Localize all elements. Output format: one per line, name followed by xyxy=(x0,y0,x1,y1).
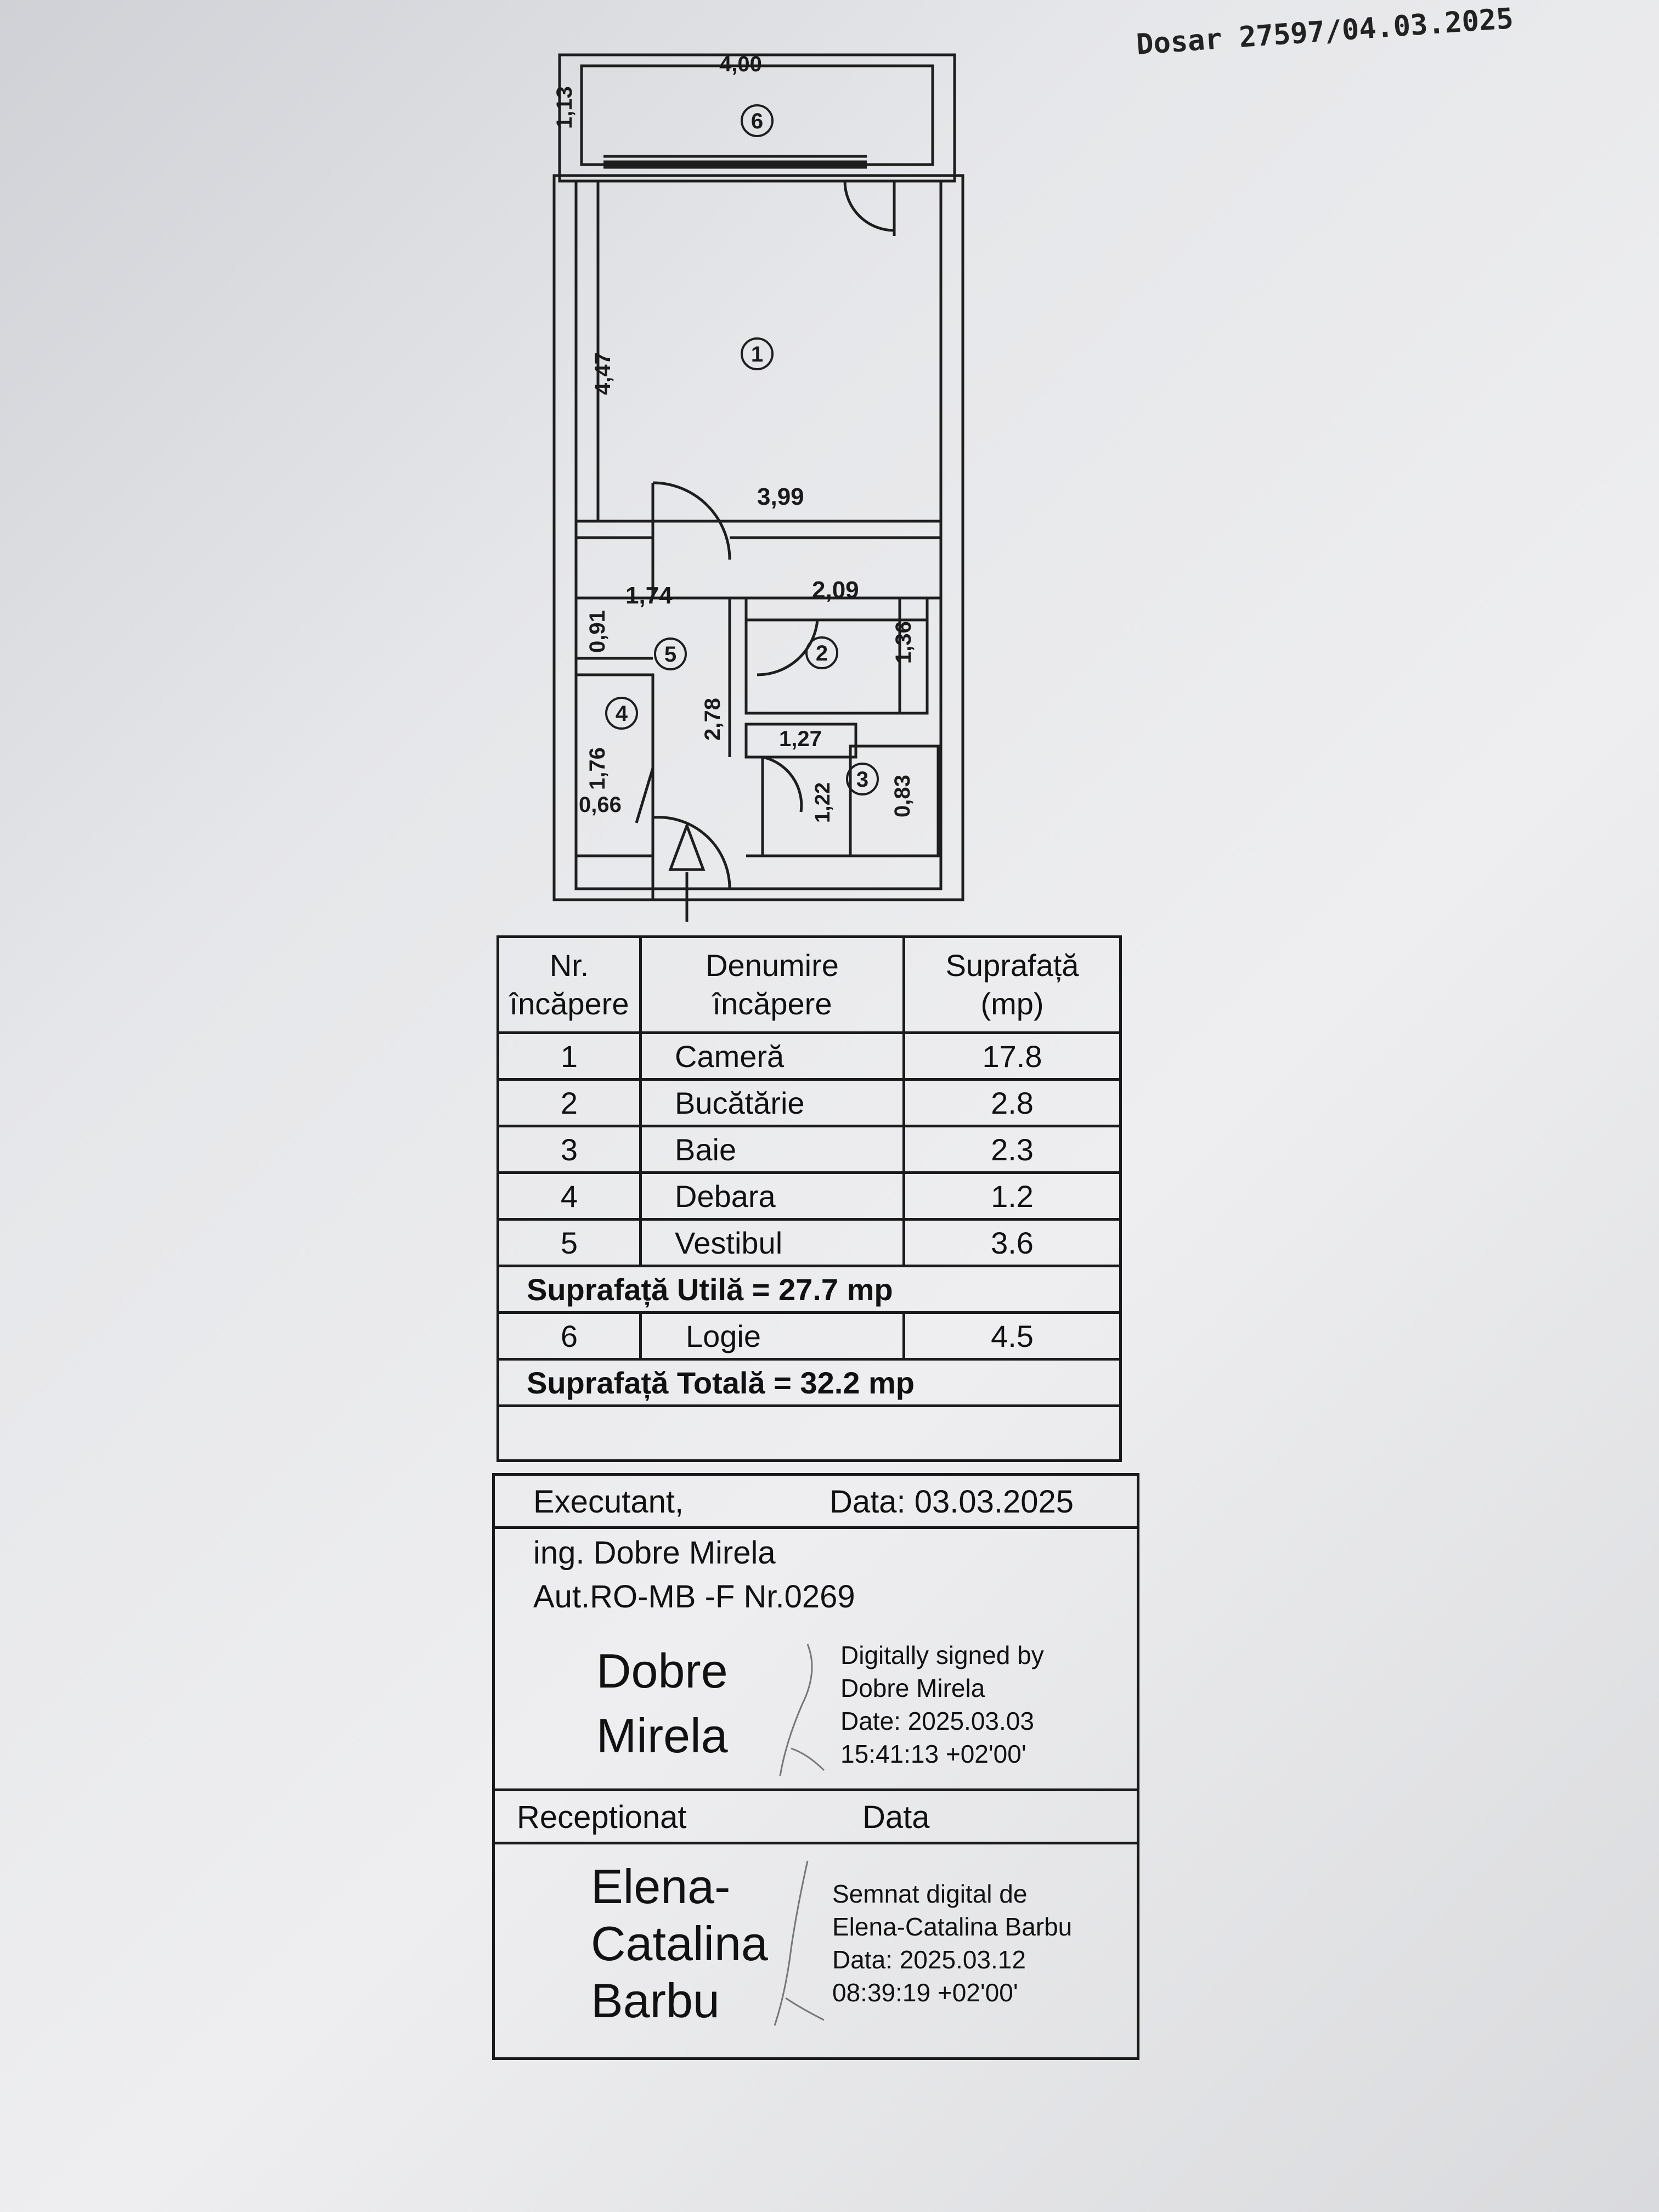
apartment-outline xyxy=(552,174,964,901)
closet-door xyxy=(635,768,654,823)
row-area: 2.8 xyxy=(902,1078,1122,1127)
receptionat-label: Receptionat xyxy=(517,1799,687,1835)
receptionat-header: Receptionat Data xyxy=(495,1791,1137,1844)
executant-signature-name: Dobre Mirela xyxy=(596,1644,728,1763)
row-name: Bucătărie xyxy=(639,1078,905,1127)
row-area: 1.2 xyxy=(902,1171,1122,1221)
row-nr: 1 xyxy=(496,1031,642,1081)
row-nr: 3 xyxy=(496,1125,642,1174)
table-row: 1 Cameră 17.8 xyxy=(496,1031,1122,1081)
row-name: Debara xyxy=(639,1171,905,1221)
row-nr: 4 xyxy=(496,1171,642,1221)
empty-row xyxy=(496,1404,1122,1462)
dim-label: 1,74 xyxy=(625,582,673,609)
row-area: 2.3 xyxy=(902,1125,1122,1174)
logia-inner-wall xyxy=(580,64,934,166)
row-nr: 5 xyxy=(496,1218,642,1267)
receptionat-block: Receptionat Data Elena- Catalina Barbu S… xyxy=(492,1788,1139,2060)
row-name: Baie xyxy=(639,1125,905,1174)
table-header-row: Nr. încăpere Denumire încăpere Suprafață… xyxy=(496,935,1122,1034)
room-number-6: 6 xyxy=(751,109,763,133)
file-number-header: Dosar 27597/04.03.2025 xyxy=(1135,2,1515,61)
header-name: Denumire încăpere xyxy=(639,935,905,1034)
digital-signature-text: Digitally signed by Dobre Mirela Date: 2… xyxy=(840,1641,1044,1768)
kitchen-door-arc xyxy=(757,619,819,676)
table-row: 6 Logie 4.5 xyxy=(496,1311,1122,1361)
dim-label: 2,78 xyxy=(701,698,725,741)
logia-door-arc xyxy=(843,180,895,232)
executant-name: ing. Dobre Mirela xyxy=(533,1535,776,1571)
executant-date: Data: 03.03.2025 xyxy=(830,1484,1074,1520)
executant-header: Executant, Data: 03.03.2025 xyxy=(495,1476,1137,1529)
room-number-1: 1 xyxy=(751,342,763,366)
dim-label: 4,00 xyxy=(719,52,762,76)
dim-label: 0,83 xyxy=(890,775,915,817)
row-area: 4.5 xyxy=(902,1311,1122,1361)
bathroom-door-arc xyxy=(762,755,803,812)
dim-label: 3,99 xyxy=(757,483,804,510)
bathroom-top xyxy=(744,723,857,759)
table-row: 5 Vestibul 3.6 xyxy=(496,1218,1122,1267)
room-number-5: 5 xyxy=(664,642,676,667)
room-number-4: 4 xyxy=(616,702,628,726)
signature-scribble xyxy=(774,1860,825,2026)
table-row: 3 Baie 2.3 xyxy=(496,1125,1122,1174)
room-number-2: 2 xyxy=(816,641,828,665)
executant-label: Executant, xyxy=(533,1484,684,1520)
dim-label: 0,66 xyxy=(579,793,622,817)
digital-signature-text: Semnat digital de Elena-Catalina Barbu D… xyxy=(832,1880,1073,2007)
row-area: 17.8 xyxy=(902,1031,1122,1081)
grand-total-row: Suprafață Totală = 32.2 mp xyxy=(496,1358,1122,1407)
executant-authorization: Aut.RO-MB -F Nr.0269 xyxy=(533,1579,855,1615)
kitchen-outline xyxy=(744,596,929,715)
signature-scribble xyxy=(779,1644,825,1776)
table-row: 2 Bucătărie 2.8 xyxy=(496,1078,1122,1127)
closet-outline xyxy=(574,673,654,857)
table-row: 4 Debara 1.2 xyxy=(496,1171,1122,1221)
apartment-inner-wall xyxy=(574,179,943,890)
bathroom-outline xyxy=(849,744,940,857)
executant-block: Executant, Data: 03.03.2025 ing. Dobre M… xyxy=(492,1473,1139,1791)
room-number-3: 3 xyxy=(856,768,868,792)
row-name: Cameră xyxy=(639,1031,905,1081)
row-name: Vestibul xyxy=(639,1218,905,1267)
entrance-arrow-icon xyxy=(668,821,706,922)
entrance-door-arc xyxy=(652,816,731,889)
dim-label: 1,22 xyxy=(811,782,834,823)
row-nr: 2 xyxy=(496,1078,642,1127)
areas-table: Nr. încăpere Denumire încăpere Suprafață… xyxy=(496,935,1122,1462)
receptionat-date-label: Data xyxy=(862,1799,930,1835)
door-arc xyxy=(652,481,731,560)
row-area: 3.6 xyxy=(902,1218,1122,1267)
grand-total: Suprafață Totală = 32.2 mp xyxy=(496,1358,1122,1407)
dim-label: 1,13 xyxy=(552,86,577,129)
row-nr: 6 xyxy=(496,1311,642,1361)
dim-label: 0,91 xyxy=(585,610,610,653)
dim-label: 1,36 xyxy=(891,621,916,664)
header-nr: Nr. încăpere xyxy=(496,935,642,1034)
dim-label: 1,27 xyxy=(779,727,822,751)
dim-label: 2,09 xyxy=(812,577,859,603)
dim-label: 1,76 xyxy=(585,747,610,790)
util-total-row: Suprafață Utilă = 27.7 mp xyxy=(496,1265,1122,1314)
util-total: Suprafață Utilă = 27.7 mp xyxy=(496,1265,1122,1314)
row-name: Logie xyxy=(639,1311,905,1361)
dim-label: 4,47 xyxy=(591,352,615,395)
floor-plan: 4,00 1,13 4,47 3,99 0,91 1,74 2,09 1,36 … xyxy=(552,52,964,922)
header-area: Suprafață (mp) xyxy=(902,935,1122,1034)
receptionat-signature-name: Elena- Catalina Barbu xyxy=(591,1859,768,2028)
